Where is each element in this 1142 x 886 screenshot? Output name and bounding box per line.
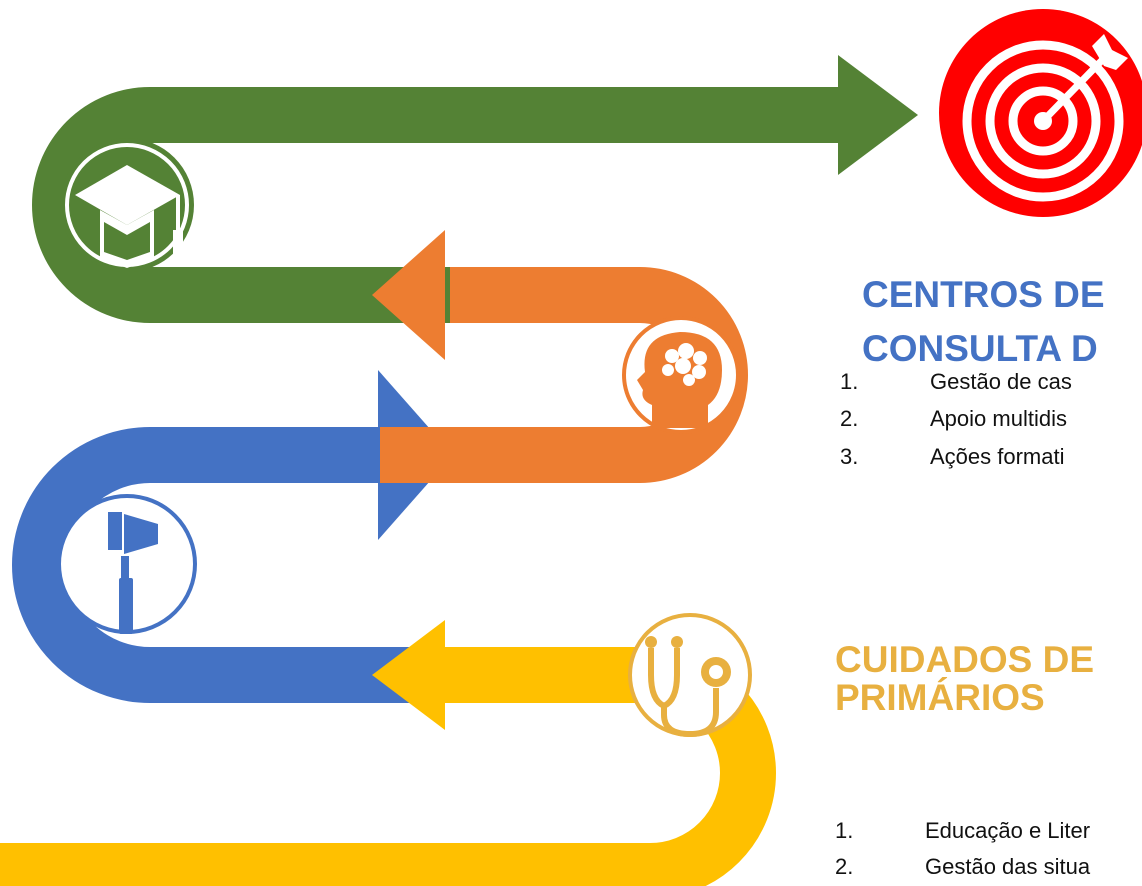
section1-list-item: 1. Gestão de cas (840, 368, 1140, 398)
list-label: Apoio multidis (930, 406, 1067, 431)
section1-title-line2: CONSULTA D (862, 328, 1098, 369)
list-label: Educação e Liter (925, 818, 1091, 843)
list-label: Gestão de cas (930, 369, 1072, 394)
list-number: 2. (835, 854, 854, 879)
list-number: 1. (835, 818, 854, 843)
section1-list-item: 3. Ações formati (840, 443, 1140, 473)
list-number: 1. (840, 369, 859, 394)
list-label: Gestão das situa (925, 854, 1091, 879)
graduation-cap-icon (60, 138, 194, 272)
stethoscope-icon (628, 613, 752, 738)
list-label: Ações formati (930, 444, 1065, 469)
tongue-depressor-icon (57, 494, 197, 634)
section1-title-line1: CENTROS DE (862, 274, 1105, 315)
section2-list-item: 1. Educação e Liter (835, 817, 1142, 847)
list-number: 3. (840, 444, 859, 469)
list-number: 2. (840, 406, 859, 431)
head-brain-icon (622, 316, 740, 434)
green-path-segment (32, 55, 918, 323)
section2-title-line1: CUIDADOS DE (835, 639, 1095, 680)
section1-list-item: 2. Apoio multidis (840, 405, 1140, 435)
section2-list-item: 2. Gestão das situa (835, 853, 1142, 883)
target-icon (939, 9, 1142, 217)
section2-title-line2: PRIMÁRIOS (835, 677, 1045, 718)
